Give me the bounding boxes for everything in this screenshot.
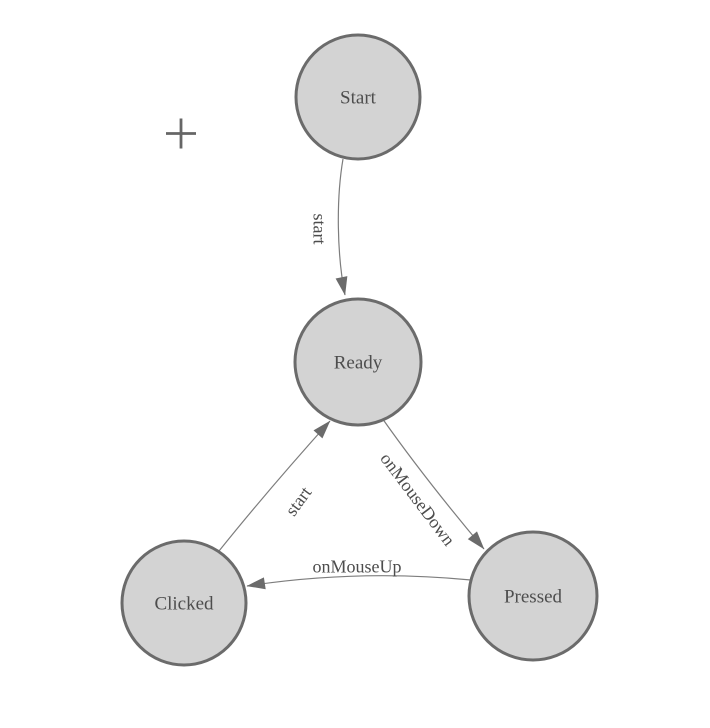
edge-label-ready-to-pressed[interactable]: onMouseDown — [376, 449, 459, 550]
state-node-ready[interactable]: Ready — [293, 297, 423, 427]
crosshair-plus-icon[interactable] — [166, 118, 196, 149]
edge-pressed-to-clicked[interactable] — [246, 575, 472, 590]
state-node-start[interactable]: Start — [294, 33, 422, 161]
state-node-clicked-label: Clicked — [154, 594, 214, 615]
edge-label-pressed-to-clicked[interactable]: onMouseUp — [313, 556, 402, 576]
edges-layer — [218, 158, 485, 590]
state-node-pressed[interactable]: Pressed — [467, 530, 599, 662]
state-node-start-circle[interactable] — [294, 33, 422, 161]
nodes-layer: Start Ready Clicked Pressed — [120, 33, 599, 667]
state-node-ready-label: Ready — [334, 353, 383, 374]
edge-ready-to-pressed[interactable] — [381, 417, 485, 550]
state-node-clicked-circle[interactable] — [120, 539, 248, 667]
state-node-clicked[interactable]: Clicked — [120, 539, 248, 667]
edge-label-start-to-ready[interactable]: start — [310, 214, 330, 245]
edge-label-clicked-to-ready[interactable]: start — [281, 483, 315, 520]
edge-start-to-ready[interactable] — [335, 158, 348, 296]
state-node-pressed-label: Pressed — [504, 587, 563, 608]
edge-clicked-to-ready[interactable] — [218, 420, 331, 552]
state-node-pressed-circle[interactable] — [467, 530, 599, 662]
state-node-start-label: Start — [340, 88, 377, 109]
state-node-ready-circle[interactable] — [293, 297, 423, 427]
